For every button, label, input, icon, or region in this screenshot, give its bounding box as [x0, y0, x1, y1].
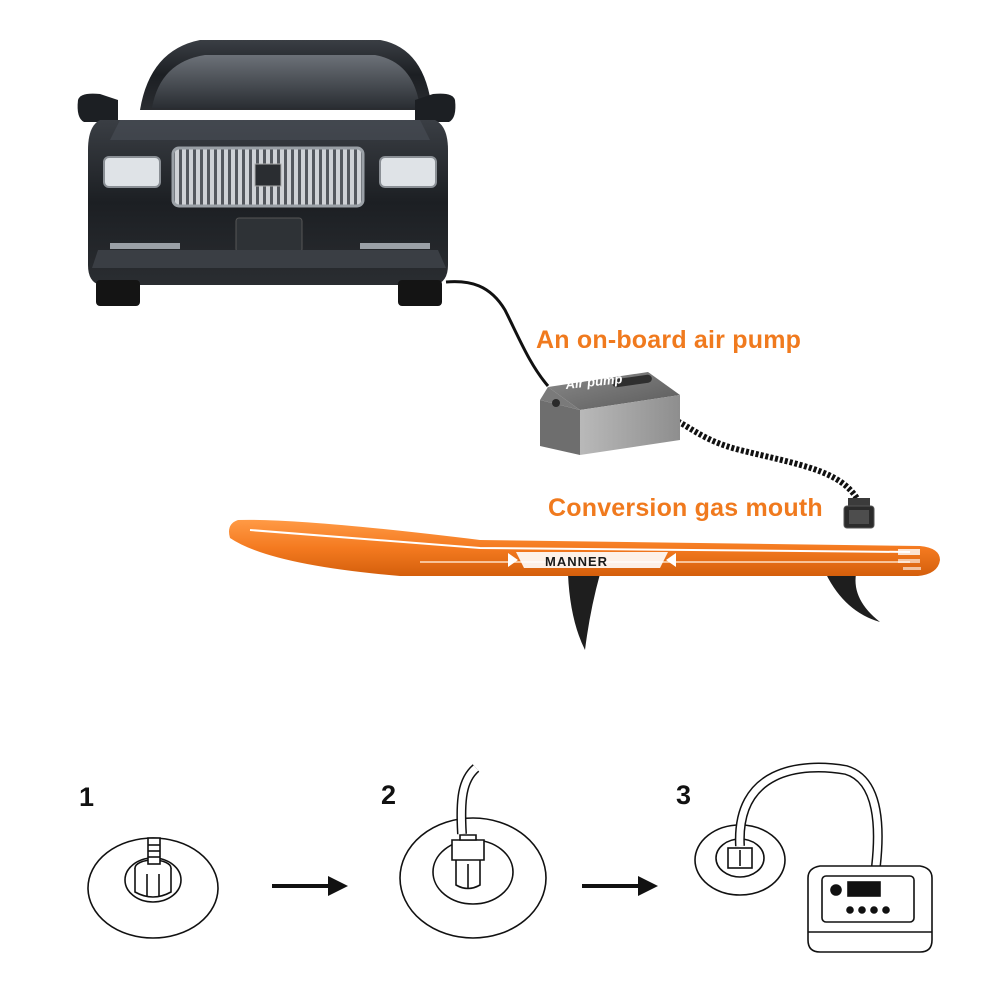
left-mirror: [77, 93, 118, 122]
step-number-1: 1: [79, 782, 95, 812]
conversion-valve: [843, 498, 875, 529]
step-1-illustration: [87, 837, 219, 939]
pump-callout-label: An on-board air pump: [536, 326, 802, 354]
valve-callout-label: Conversion gas mouth: [548, 494, 823, 522]
front-fin: [826, 574, 880, 622]
step-number-3: 3: [676, 780, 692, 810]
pump-box-text: Air pump: [564, 371, 623, 392]
step-2-illustration: [399, 764, 547, 939]
air-pump-box: Air pump: [540, 371, 680, 455]
air-hose: [662, 412, 861, 502]
step-number-2: 2: [381, 780, 397, 810]
paddle-board: MANNER: [229, 519, 940, 650]
left-tire: [96, 280, 140, 306]
right-headlight: [379, 156, 437, 188]
step-3-illustration: [694, 762, 933, 953]
car-illustration: [77, 40, 456, 306]
rear-fin: [568, 574, 600, 650]
right-tire: [398, 280, 442, 306]
arrow-2-to-3: [582, 876, 658, 896]
board-brand-text: MANNER: [545, 554, 608, 569]
license-plate: [235, 217, 303, 253]
right-mirror: [415, 93, 456, 122]
windshield: [152, 55, 420, 108]
left-headlight: [103, 156, 161, 188]
arrow-1-to-2: [272, 876, 348, 896]
power-cable: [445, 280, 550, 387]
